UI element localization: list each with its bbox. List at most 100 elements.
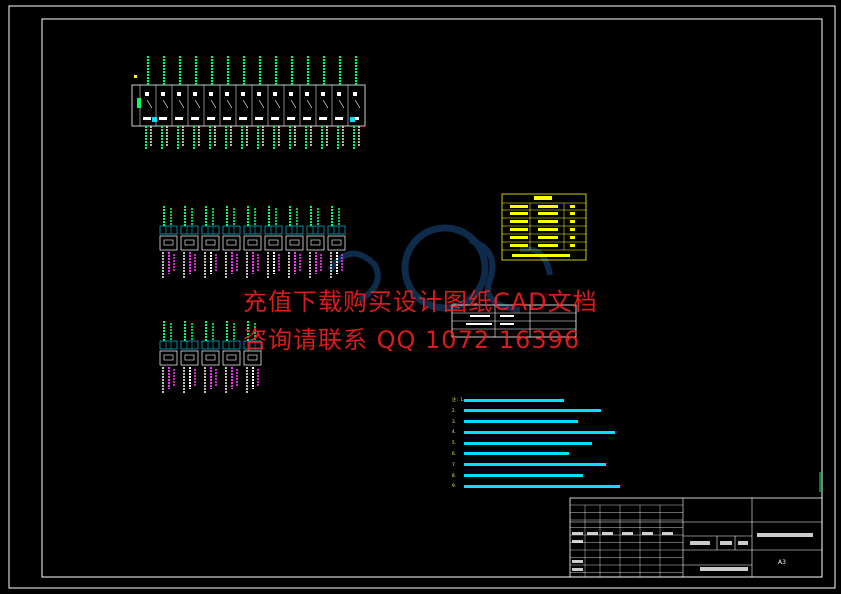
terminal-block xyxy=(159,340,178,350)
panel-text xyxy=(271,117,279,120)
note-item: 9. xyxy=(452,481,812,492)
breaker-box xyxy=(201,350,220,366)
breaker-box xyxy=(243,350,262,366)
note-item: 5. xyxy=(452,438,812,449)
table-cell xyxy=(538,236,558,239)
panel-text xyxy=(175,117,183,120)
table-cell xyxy=(570,205,575,208)
breaker-symbol xyxy=(209,92,213,96)
note-number: 9. xyxy=(452,483,456,489)
breaker-box xyxy=(201,235,220,251)
table-cell xyxy=(538,205,558,208)
grid-text xyxy=(572,532,583,535)
grid-text xyxy=(622,532,633,535)
grid-text xyxy=(572,568,583,571)
terminal-block xyxy=(306,225,325,235)
general-notes: 注：1. 2.3.4. 5. 6.7. 8. 9. xyxy=(452,395,812,492)
panel-text xyxy=(239,117,247,120)
breaker-symbol xyxy=(184,239,195,246)
breaker-symbol xyxy=(247,239,258,246)
switch-symbol xyxy=(242,99,249,109)
breaker-symbol xyxy=(205,354,216,361)
panel-text xyxy=(207,117,215,120)
breaker-box xyxy=(180,350,199,366)
note-number: 4. xyxy=(452,429,456,435)
grid-text xyxy=(662,532,673,535)
breaker-symbol xyxy=(337,92,341,96)
note-text-placeholder xyxy=(464,474,583,478)
table-cell xyxy=(510,236,528,239)
switch-symbol xyxy=(274,99,281,109)
table-cell xyxy=(510,228,528,231)
grid-text xyxy=(587,532,598,535)
switch-symbol xyxy=(258,99,265,109)
breaker-box xyxy=(180,235,199,251)
table-cell xyxy=(510,212,528,215)
switch-symbol xyxy=(178,99,185,109)
panel-text xyxy=(335,117,343,120)
breaker-symbol xyxy=(163,239,174,246)
title-block: A3 xyxy=(569,497,823,578)
breaker-symbol xyxy=(247,354,258,361)
note-item: 注：1. xyxy=(452,395,812,406)
grid-text xyxy=(572,540,583,543)
breaker-box xyxy=(222,350,241,366)
breaker-symbol xyxy=(145,92,149,96)
breaker-box xyxy=(264,235,283,251)
equipment-table xyxy=(501,193,587,261)
note-item: 6. xyxy=(452,449,812,460)
breaker-symbol xyxy=(257,92,261,96)
terminal-block xyxy=(264,225,283,235)
grid-text xyxy=(572,560,583,563)
switch-symbol xyxy=(226,99,233,109)
breaker-symbol xyxy=(331,239,342,246)
watermark-line-2: 咨询请联系 QQ 1072 16396 xyxy=(243,326,581,354)
note-number: 8. xyxy=(452,472,456,478)
switch-symbol xyxy=(194,99,201,109)
table-cell xyxy=(538,212,558,215)
upper-distribution-panel xyxy=(131,56,366,150)
table-cell xyxy=(538,220,558,223)
breaker-symbol xyxy=(321,92,325,96)
breaker-box xyxy=(285,235,304,251)
terminal-block xyxy=(222,340,241,350)
note-text-placeholder xyxy=(464,409,601,413)
breaker-symbol xyxy=(310,239,321,246)
breaker-symbol xyxy=(289,239,300,246)
table-footnote xyxy=(512,254,570,257)
note-item: 3. xyxy=(452,417,812,428)
terminal-block xyxy=(159,225,178,235)
switch-symbol xyxy=(290,99,297,109)
table-title xyxy=(534,196,552,200)
breaker-symbol xyxy=(177,92,181,96)
switch-symbol xyxy=(306,99,313,109)
breaker-box xyxy=(159,235,178,251)
breaker-symbol xyxy=(226,239,237,246)
note-number: 注：1. xyxy=(452,397,465,402)
note-item: 2. xyxy=(452,406,812,417)
terminal-block xyxy=(243,340,262,350)
terminal-block xyxy=(243,225,262,235)
breaker-symbol xyxy=(289,92,293,96)
incoming-mark xyxy=(137,98,141,108)
breaker-box xyxy=(159,350,178,366)
switch-symbol xyxy=(146,99,153,109)
note-text-placeholder xyxy=(464,452,569,456)
panel-text xyxy=(223,117,231,120)
note-text-placeholder xyxy=(464,484,620,488)
breaker-symbol xyxy=(353,92,357,96)
switch-symbol xyxy=(354,99,361,109)
panel-text xyxy=(159,117,167,120)
note-text-placeholder xyxy=(464,463,606,467)
breaker-symbol xyxy=(163,354,174,361)
grid-text xyxy=(642,532,653,535)
note-text-placeholder xyxy=(464,420,578,424)
breaker-box xyxy=(327,235,346,251)
breaker-symbol xyxy=(193,92,197,96)
note-number: 5. xyxy=(452,440,456,446)
note-number: 7. xyxy=(452,461,456,467)
switch-symbol xyxy=(338,99,345,109)
note-item: 8. xyxy=(452,471,812,482)
breaker-symbol xyxy=(241,92,245,96)
panel-text xyxy=(303,117,311,120)
